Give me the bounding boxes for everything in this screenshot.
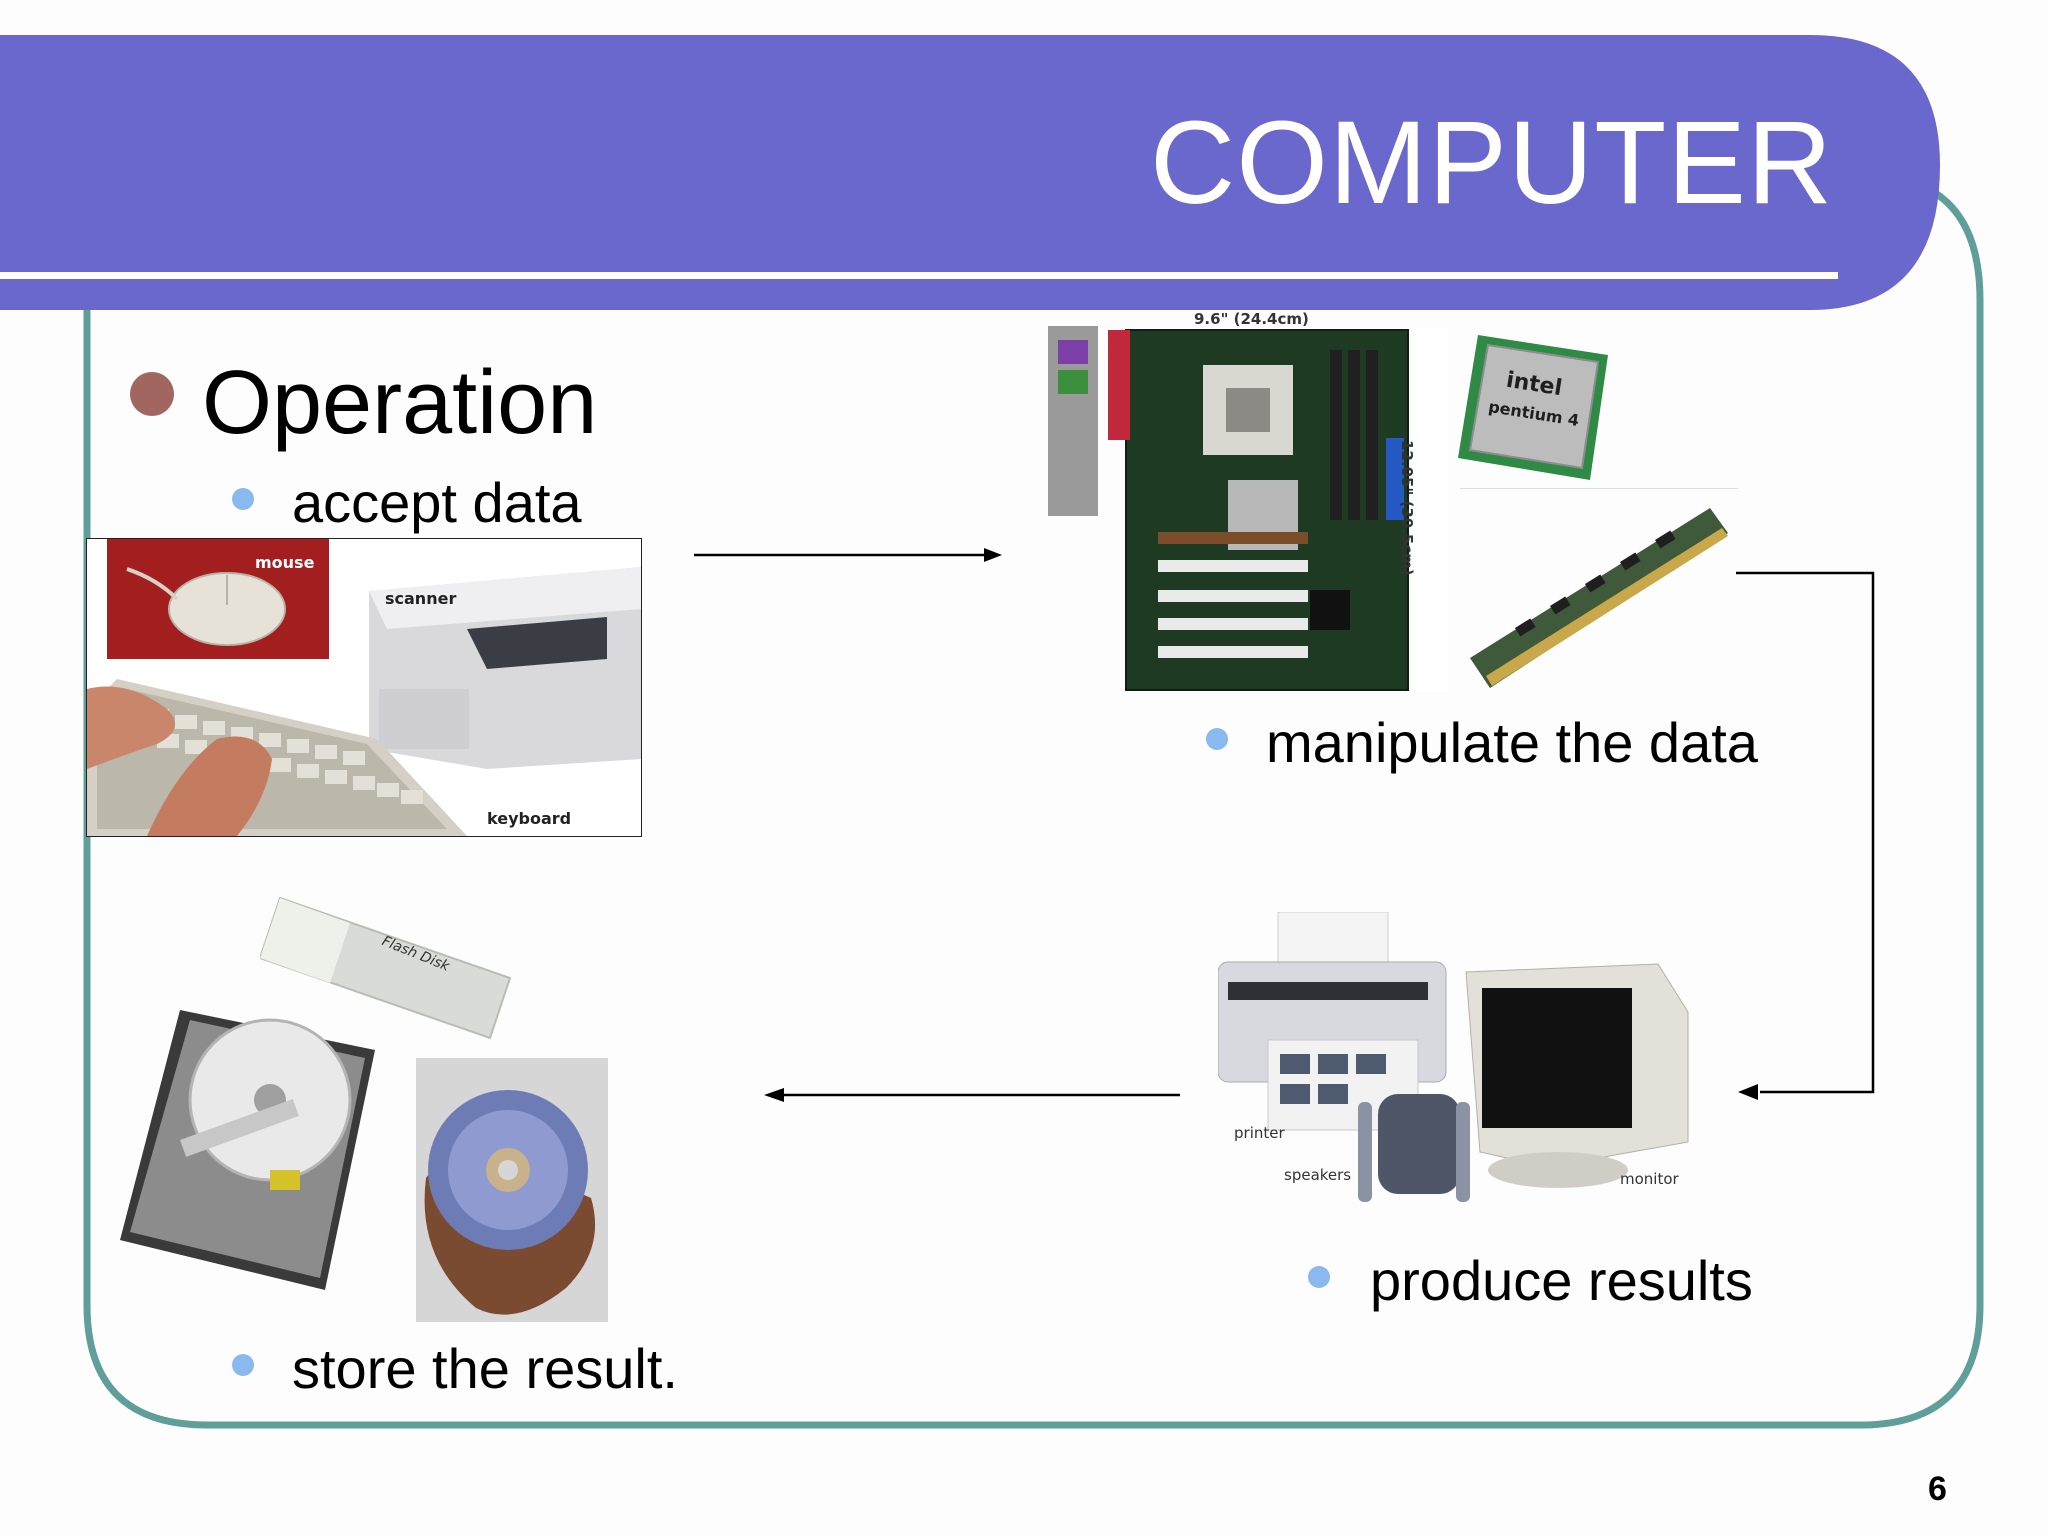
input-devices-image: mouse scanner keyboard [86,538,642,837]
output-devices-image: printer speakers monitor [1218,912,1698,1212]
usb-flash-drive-image: Flash Disk [260,888,520,1048]
arrow-produce-to-store [764,1088,1180,1102]
bullet-icon [1308,1266,1330,1288]
header-band [0,35,1940,310]
bullet-icon [1206,728,1228,750]
mouse-label: mouse [255,553,315,572]
printer-label: printer [1234,1124,1285,1142]
motherboard-image: 9.6" (24.4cm) 12.05" (30.5cm) [1048,310,1448,692]
cpu-image: intel pentium 4 [1458,330,1608,480]
bullet-icon [232,488,254,510]
step-manipulate-data: manipulate the data [1266,711,1758,774]
cd-in-hand-image [416,1058,608,1322]
scanner-label: scanner [385,589,457,608]
ram-image [1460,488,1738,694]
keyboard-label: keyboard [487,809,572,828]
arrow-accept-to-manipulate [694,548,1002,562]
motherboard-width-label: 9.6" (24.4cm) [1194,310,1309,328]
step-accept-data: accept data [292,471,582,534]
step-produce-results: produce results [1370,1249,1753,1312]
motherboard-height-label: 12.05" (30.5cm) [1398,440,1416,576]
monitor-label: monitor [1620,1170,1679,1188]
speakers-label: speakers [1284,1166,1352,1184]
page-number: 6 [1928,1470,1947,1508]
operation-heading: Operation [202,353,598,453]
bullet-icon [232,1354,254,1376]
heading-bullet [130,372,174,416]
hard-drive-image [120,1010,380,1290]
arrow-manipulate-to-produce [1736,571,1875,1100]
slide-title: COMPUTER [1150,97,1834,229]
step-store-result: store the result. [292,1337,678,1400]
